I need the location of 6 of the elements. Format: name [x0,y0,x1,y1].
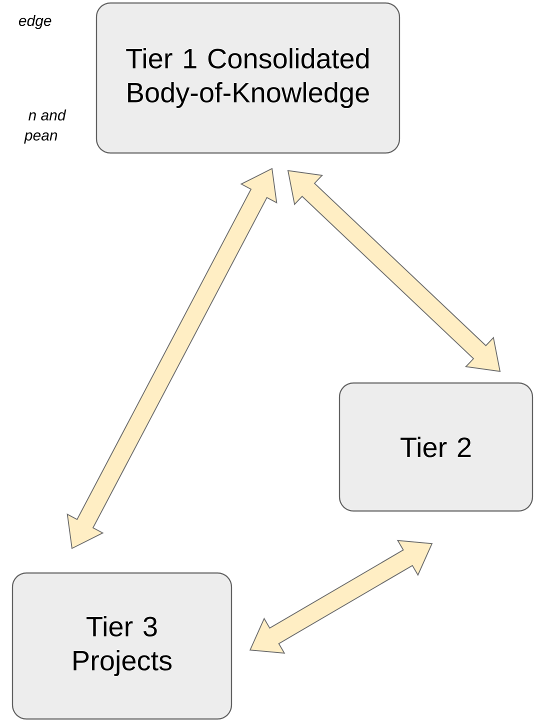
tier-box: Tier 2 [338,382,534,512]
tier-box: Tier 3 Projects [12,572,232,720]
note-text: edge [18,15,52,29]
tier-box: Tier 1 Consolidated Body-of-Knowledge [96,2,400,154]
note-text: pean [24,132,58,144]
note-text: n and [28,110,66,121]
